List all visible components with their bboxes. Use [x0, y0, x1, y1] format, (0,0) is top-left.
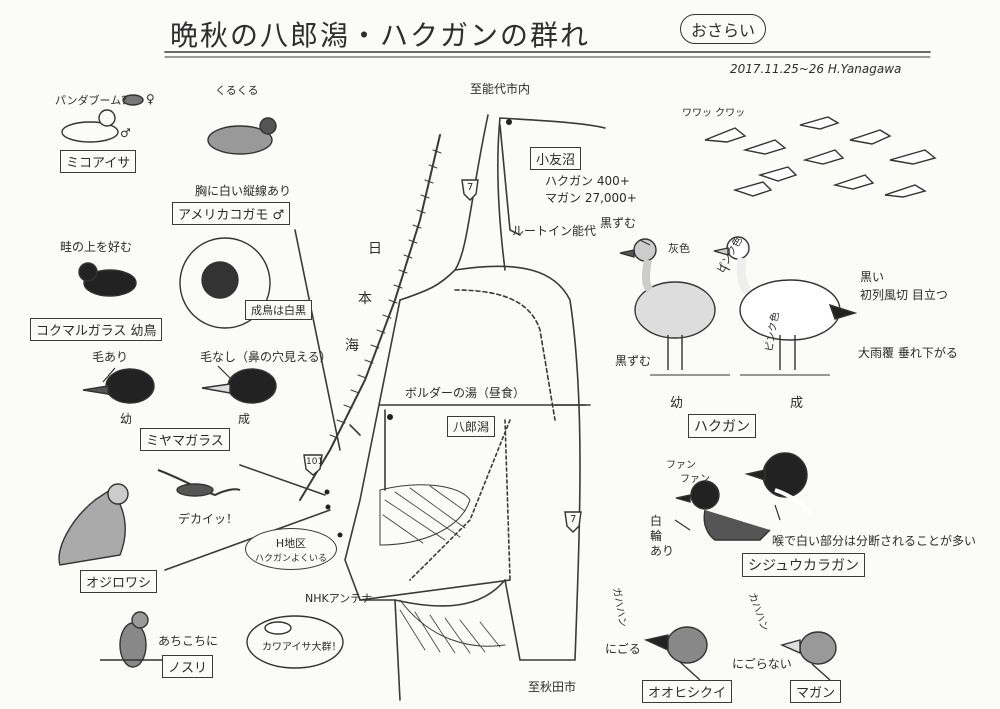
review-badge: おさらい	[680, 14, 767, 44]
smew-flock-label: カワアイサ大群！	[262, 642, 342, 653]
goose-call-label: ワワッ クワッ	[682, 108, 746, 119]
h-area-hatch	[379, 484, 471, 546]
dark-tip-label: 黒ずむ	[600, 216, 637, 230]
route101-shield	[303, 454, 323, 476]
white-ring-3: あり	[650, 544, 675, 558]
sea-char-1: 日	[368, 241, 382, 257]
kotomonuma-count-1: ハクガン 400+	[545, 174, 630, 188]
adult-black-white-box: 成鳥は白黒	[245, 300, 312, 320]
american-wigeon-box: アメリカコガモ ♂	[172, 202, 291, 225]
panda-boom-label: パンダブーム？	[55, 94, 133, 107]
prefers-ridges-label: 畦の上を好む	[60, 240, 133, 254]
kurukuru-label: くるくる	[215, 84, 259, 97]
h-area-title: H地区	[275, 536, 307, 550]
primaries-label-2: 初列風切 目立つ	[860, 288, 948, 302]
route7-top-number: 7	[467, 182, 474, 193]
h-area-note: ハクガンよくいる	[254, 553, 327, 564]
snow-goose-box: ハクガン	[688, 414, 756, 438]
sea-char-3: 海	[345, 338, 359, 354]
kotomonuma-box: 小友沼	[530, 147, 582, 170]
smew-body	[61, 121, 119, 143]
cackling-goose-box: シジュウカラガン	[742, 553, 866, 577]
page-title: 晩秋の八郎潟・ハクガンの群れ	[170, 19, 591, 52]
h-area-bubble: H地区 ハクガンよくいる	[245, 528, 337, 570]
dark-legs-label: 黒ずむ	[615, 354, 652, 368]
bean-goose-box: オオヒシクイ	[642, 680, 733, 703]
route7-shield-bottom	[564, 511, 582, 533]
fan-call-1: ファン	[666, 460, 696, 471]
has-feathers-label: 毛あり	[92, 350, 129, 364]
here-and-there-label: あちこちに	[158, 634, 219, 648]
date-author: 2017.11.25~26 H.Yanagawa	[730, 62, 902, 76]
primaries-label-1: 黒い	[860, 270, 885, 284]
muddy-label: にごる	[605, 642, 641, 656]
route7-shield-top	[461, 179, 479, 201]
buzzard-box: ノスリ	[162, 655, 214, 678]
jackdaw-box: コクマルガラス 幼鳥	[30, 318, 163, 341]
white-line-label: 胸に白い縦線あり	[195, 184, 292, 198]
route7-bottom-number: 7	[570, 514, 577, 525]
to-noshiro-label: 至能代市内	[470, 82, 531, 96]
grey-label: 灰色	[668, 242, 690, 255]
male-symbol: ♂	[120, 126, 131, 140]
white-fronted-goose-box: マガン	[790, 680, 842, 703]
coastline	[299, 134, 441, 501]
rook-adult-label: 成	[238, 412, 251, 426]
sea-eagle-box: オジロワシ	[80, 570, 158, 593]
rook-juvenile-label: 幼	[120, 412, 133, 426]
not-muddy-label: にごらない	[732, 657, 792, 671]
boulder-label: ボルダーの湯（昼食）	[405, 386, 526, 400]
tertials-label: 大雨覆 垂れ下がる	[858, 346, 958, 360]
big-label: デカイッ！	[178, 512, 239, 526]
mikoaisa-box: ミコアイサ	[60, 150, 137, 173]
kotomonuma-count-2: マガン 27,000+	[545, 191, 637, 205]
rook-box: ミヤマガラス	[140, 428, 230, 451]
hachirogata-box: 八郎潟	[447, 416, 496, 437]
sea-char-2: 本	[358, 291, 372, 307]
no-feathers-label: 毛なし（鼻の穴見える）	[200, 350, 332, 364]
female-symbol: ♀	[146, 92, 155, 106]
throat-note-label: 喉で白い部分は分断されることが多い	[772, 534, 977, 548]
route101-number: 101	[306, 457, 324, 467]
nhk-antenna-label: NHKアンテナ	[305, 592, 373, 605]
snow-goose-juv-label: 幼	[670, 396, 684, 411]
route-inn-label: ルートイン能代	[512, 224, 597, 238]
fan-call-2: ファン	[680, 474, 710, 485]
white-ring-1: 白	[650, 514, 663, 528]
to-akita-label: 至秋田市	[528, 680, 577, 694]
snow-goose-adult-label: 成	[790, 396, 804, 411]
white-ring-2: 輪	[650, 529, 663, 543]
